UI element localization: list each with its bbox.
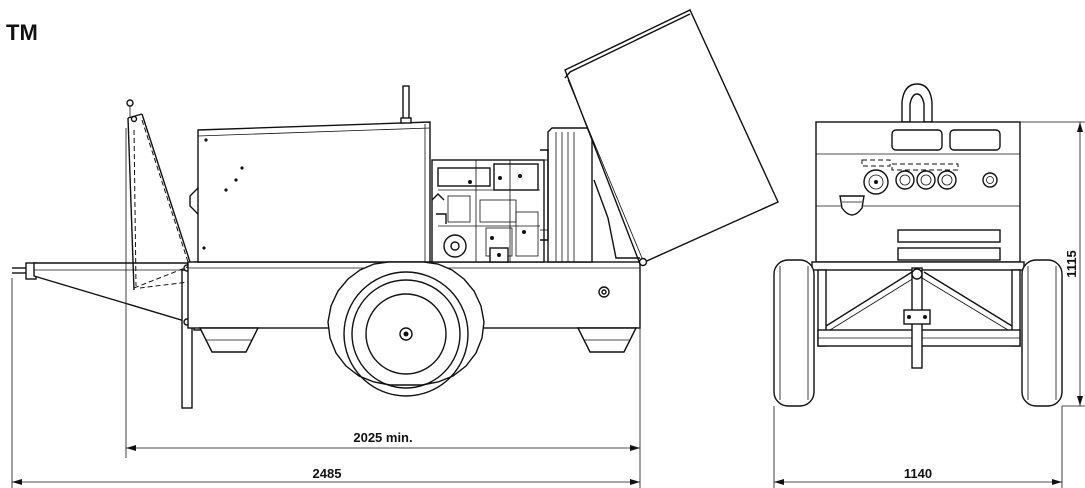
dimension-height: 1115 — [1064, 250, 1079, 278]
open-hood-door — [564, 9, 779, 267]
lifting-hook — [901, 83, 933, 123]
model-title: TM — [6, 20, 38, 45]
wheel — [327, 261, 485, 397]
dimension-min-length: 2025 min. — [353, 430, 412, 445]
front-view — [773, 83, 1085, 488]
front-vents — [897, 229, 1001, 261]
front-wheel-right — [1021, 259, 1063, 407]
front-wheel-left — [773, 259, 815, 407]
engine — [431, 159, 545, 263]
towbar — [12, 262, 189, 323]
dimension-total-length: 2485 — [313, 466, 342, 481]
front-chassis — [811, 261, 1025, 369]
front-dimension-lines — [773, 121, 1085, 488]
side-view — [11, 9, 779, 488]
radiator — [540, 127, 593, 263]
canopy-body — [189, 85, 431, 263]
side-dimension-lines — [11, 128, 641, 488]
dimension-width: 1140 — [904, 466, 932, 481]
support-feet — [198, 327, 638, 353]
control-panel — [839, 159, 998, 216]
